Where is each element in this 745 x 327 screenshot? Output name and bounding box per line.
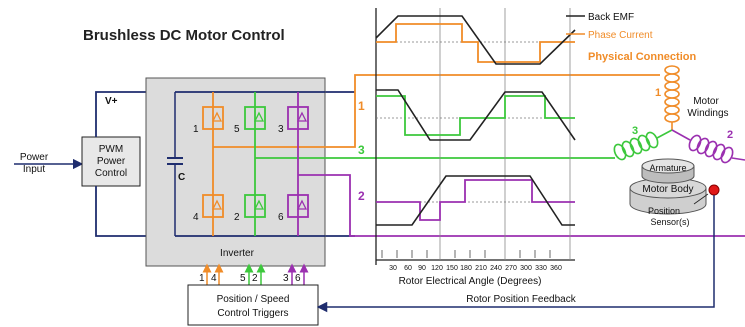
feedback-label: Rotor Position Feedback [466, 294, 577, 305]
position-sensor-dot [708, 184, 720, 196]
switch-number-6: 6 [278, 212, 284, 223]
trigger-number-2: 2 [252, 273, 258, 284]
tick-210: 210 [475, 265, 487, 272]
pwm-box [81, 136, 141, 187]
trigger-number-4: 4 [211, 273, 217, 284]
trigger-box [187, 284, 319, 326]
switch-number-2: 2 [234, 212, 240, 223]
armature-label: Armature [649, 163, 686, 173]
capacitor-label: C [178, 172, 185, 183]
inverter-label: Inverter [220, 248, 255, 259]
trigger-label-2: Control Triggers [217, 308, 288, 319]
switch-number-5: 5 [234, 124, 240, 135]
position-sensor-label-1: Position [648, 206, 680, 216]
tick-330: 330 [535, 265, 547, 272]
tick-150: 150 [446, 265, 458, 272]
motor-winding-3 [613, 129, 673, 161]
tick-30: 30 [389, 265, 397, 272]
vplus-label: V+ [105, 96, 118, 107]
switch-4 [202, 194, 224, 218]
diode-symbols [211, 111, 308, 210]
phase-label-3: 3 [358, 143, 365, 157]
trigger-number-3: 3 [283, 273, 289, 284]
pwm-label-2: Power [97, 156, 126, 167]
tick-360: 360 [550, 265, 562, 272]
switch-3 [287, 106, 309, 130]
axis-label: Rotor Electrical Angle (Degrees) [399, 276, 542, 287]
switch-leg-phase2 [287, 92, 745, 237]
motor-body-label: Motor Body [642, 184, 693, 195]
phase-label-1: 1 [358, 99, 365, 113]
winding-label-2: 2 [727, 129, 733, 141]
tick-90: 90 [418, 265, 426, 272]
power-input-label-1: Power [20, 152, 49, 163]
switch-5 [244, 106, 266, 130]
switch-leg-phase1 [202, 74, 660, 236]
motor-windings-label-1: Motor [693, 96, 719, 107]
switch-number-4: 4 [193, 212, 199, 223]
pwm-label-3: Control [95, 168, 127, 179]
switch-leg-phase3 [244, 92, 615, 236]
winding-label-3: 3 [632, 125, 638, 137]
trigger-arrows [202, 263, 309, 285]
winding-label-1: 1 [655, 87, 661, 99]
motor-winding-2 [671, 129, 745, 164]
tick-270: 270 [505, 265, 517, 272]
trigger-label-1: Position / Speed [217, 294, 290, 305]
tick-300: 300 [520, 265, 532, 272]
legend-phase-current: Phase Current [588, 30, 653, 41]
tick-120: 120 [431, 265, 443, 272]
diagram-title: Brushless DC Motor Control [83, 27, 285, 44]
motor-winding-1 [664, 65, 680, 130]
position-sensor-pointer [693, 193, 709, 205]
power-input-label-2: Input [23, 164, 45, 175]
switch-6 [287, 194, 309, 218]
switch-1 [202, 106, 224, 130]
feedback-wire [316, 195, 715, 313]
tick-180: 180 [460, 265, 472, 272]
motor-body [629, 158, 707, 215]
motor-windings-label-2: Windings [687, 108, 728, 119]
switch-number-3: 3 [278, 124, 284, 135]
legend-back-emf: Back EMF [588, 12, 634, 23]
trigger-number-6: 6 [295, 273, 301, 284]
inverter-box [145, 77, 326, 267]
position-sensor-label-2: Sensor(s) [650, 217, 689, 227]
tick-240: 240 [490, 265, 502, 272]
switch-number-1: 1 [193, 124, 199, 135]
trigger-number-1: 1 [199, 273, 205, 284]
tick-60: 60 [404, 265, 412, 272]
axis-tick-labels: 30 60 90 120 150 180 210 240 270 300 330… [389, 265, 562, 272]
trigger-number-5: 5 [240, 273, 246, 284]
waveform-panel [375, 8, 576, 265]
physical-connection-label: Physical Connection [588, 51, 696, 63]
phase-label-2: 2 [358, 189, 365, 203]
switch-2 [244, 194, 266, 218]
pwm-label-1: PWM [99, 144, 123, 155]
